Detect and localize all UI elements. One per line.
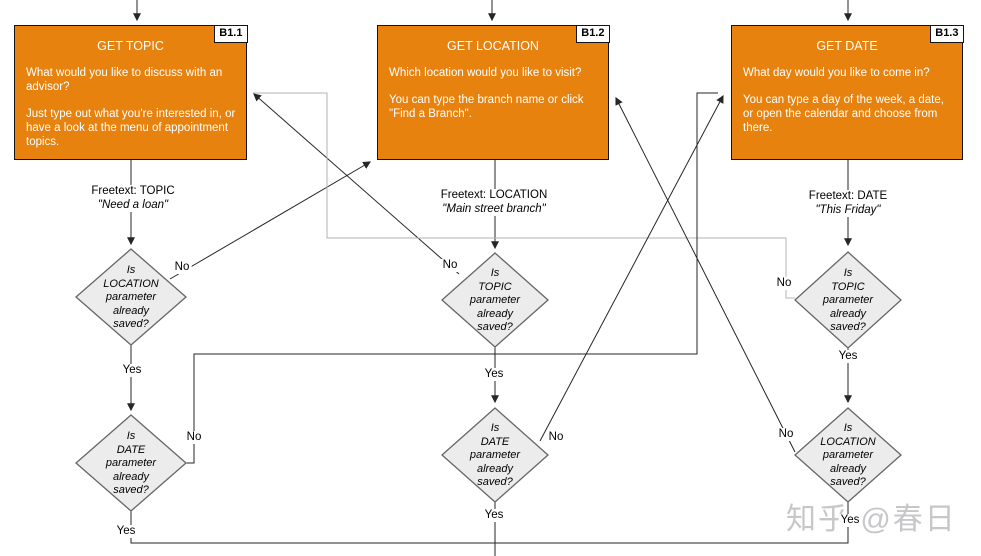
diamond-c1-location-saved — [75, 248, 187, 346]
diamond-label-c2-topic-saved: Is TOPIC parameter already saved? — [469, 267, 521, 333]
box-title-get-date: GET DATE — [816, 39, 878, 53]
box-badge-b12: B1.2 — [576, 24, 610, 43]
edge-label-no: No — [184, 431, 204, 444]
edge-label-yes: Yes — [482, 368, 506, 381]
box-body-paragraph: Just type out what you're interested in,… — [26, 108, 236, 148]
edge-label-no: No — [546, 431, 566, 444]
edge-label-yes: Yes — [836, 350, 860, 363]
edge-label-no: No — [774, 277, 794, 290]
box-body-get-topic: What would you like to discuss with an a… — [15, 66, 246, 149]
edge-label-no: No — [172, 261, 192, 274]
edge-label-yes: Yes — [114, 525, 138, 538]
edge-c1d2-no-to-date — [186, 92, 718, 464]
diamond-c2-topic-saved — [441, 252, 549, 348]
edge-c3d2-no-to-location — [615, 96, 796, 453]
diamond-label-c1-date-saved: Is DATE parameter already saved? — [105, 430, 157, 496]
diamond-c3-location-saved — [794, 407, 902, 503]
freetext-title: Freetext: LOCATION — [440, 189, 548, 201]
freetext-label-topic: Freetext: TOPIC "Need a loan" — [89, 185, 177, 212]
edge-c3d1-no-to-topic — [253, 92, 795, 299]
box-body-paragraph: Which location would you like to visit? — [389, 67, 582, 79]
edge-label-yes: Yes — [482, 509, 506, 522]
edge-c2d1-no-to-topic — [253, 93, 460, 275]
diamond-label-c3-location-saved: Is LOCATION parameter already saved? — [820, 422, 876, 488]
freetext-title: Freetext: DATE — [808, 190, 888, 202]
freetext-example: "This Friday" — [815, 203, 881, 216]
process-box-get-location: B1.2 GET LOCATION Which location would y… — [377, 24, 610, 160]
box-badge-b11: B1.1 — [214, 24, 248, 43]
box-body-paragraph: What would you like to discuss with an a… — [26, 67, 223, 93]
diamond-label-c3-topic-saved: Is TOPIC parameter already saved? — [822, 267, 874, 333]
diamond-label-c2-date-saved: Is DATE parameter already saved? — [469, 422, 521, 488]
freetext-label-location: Freetext: LOCATION "Main street branch" — [438, 189, 550, 216]
box-title-get-topic: GET TOPIC — [97, 39, 164, 53]
edge-label-yes: Yes — [120, 364, 144, 377]
diamond-label-c1-location-saved: Is LOCATION parameter already saved? — [103, 264, 159, 330]
diamond-c3-topic-saved — [794, 251, 902, 349]
edge-c2d2-no-to-date — [539, 94, 724, 442]
edge-c1d1-no-to-location — [169, 161, 372, 280]
box-body-get-location: Which location would you like to visit? … — [378, 66, 608, 121]
box-body-get-date: What day would you like to come in? You … — [732, 66, 962, 135]
box-badge-b13: B1.3 — [930, 24, 964, 43]
freetext-title: Freetext: TOPIC — [91, 185, 175, 197]
box-title-get-location: GET LOCATION — [447, 39, 539, 53]
freetext-example: "Need a loan" — [97, 198, 169, 211]
freetext-label-date: Freetext: DATE "This Friday" — [806, 190, 890, 217]
edge-label-no: No — [776, 428, 796, 441]
process-box-get-topic: B1.1 GET TOPIC What would you like to di… — [14, 24, 248, 160]
edge-label-no: No — [440, 259, 460, 272]
freetext-example: "Main street branch" — [442, 202, 546, 215]
diamond-c2-date-saved — [441, 407, 549, 503]
box-body-paragraph: You can type the branch name or click "F… — [389, 94, 584, 120]
box-body-paragraph: What day would you like to come in? — [743, 67, 930, 79]
box-body-paragraph: You can type a day of the week, a date, … — [743, 94, 944, 134]
diamond-c1-date-saved — [75, 414, 187, 512]
process-box-get-date: B1.3 GET DATE What day would you like to… — [731, 24, 964, 160]
watermark: 知乎 @春日 — [786, 503, 957, 536]
edge-label-yes: Yes — [838, 514, 862, 527]
